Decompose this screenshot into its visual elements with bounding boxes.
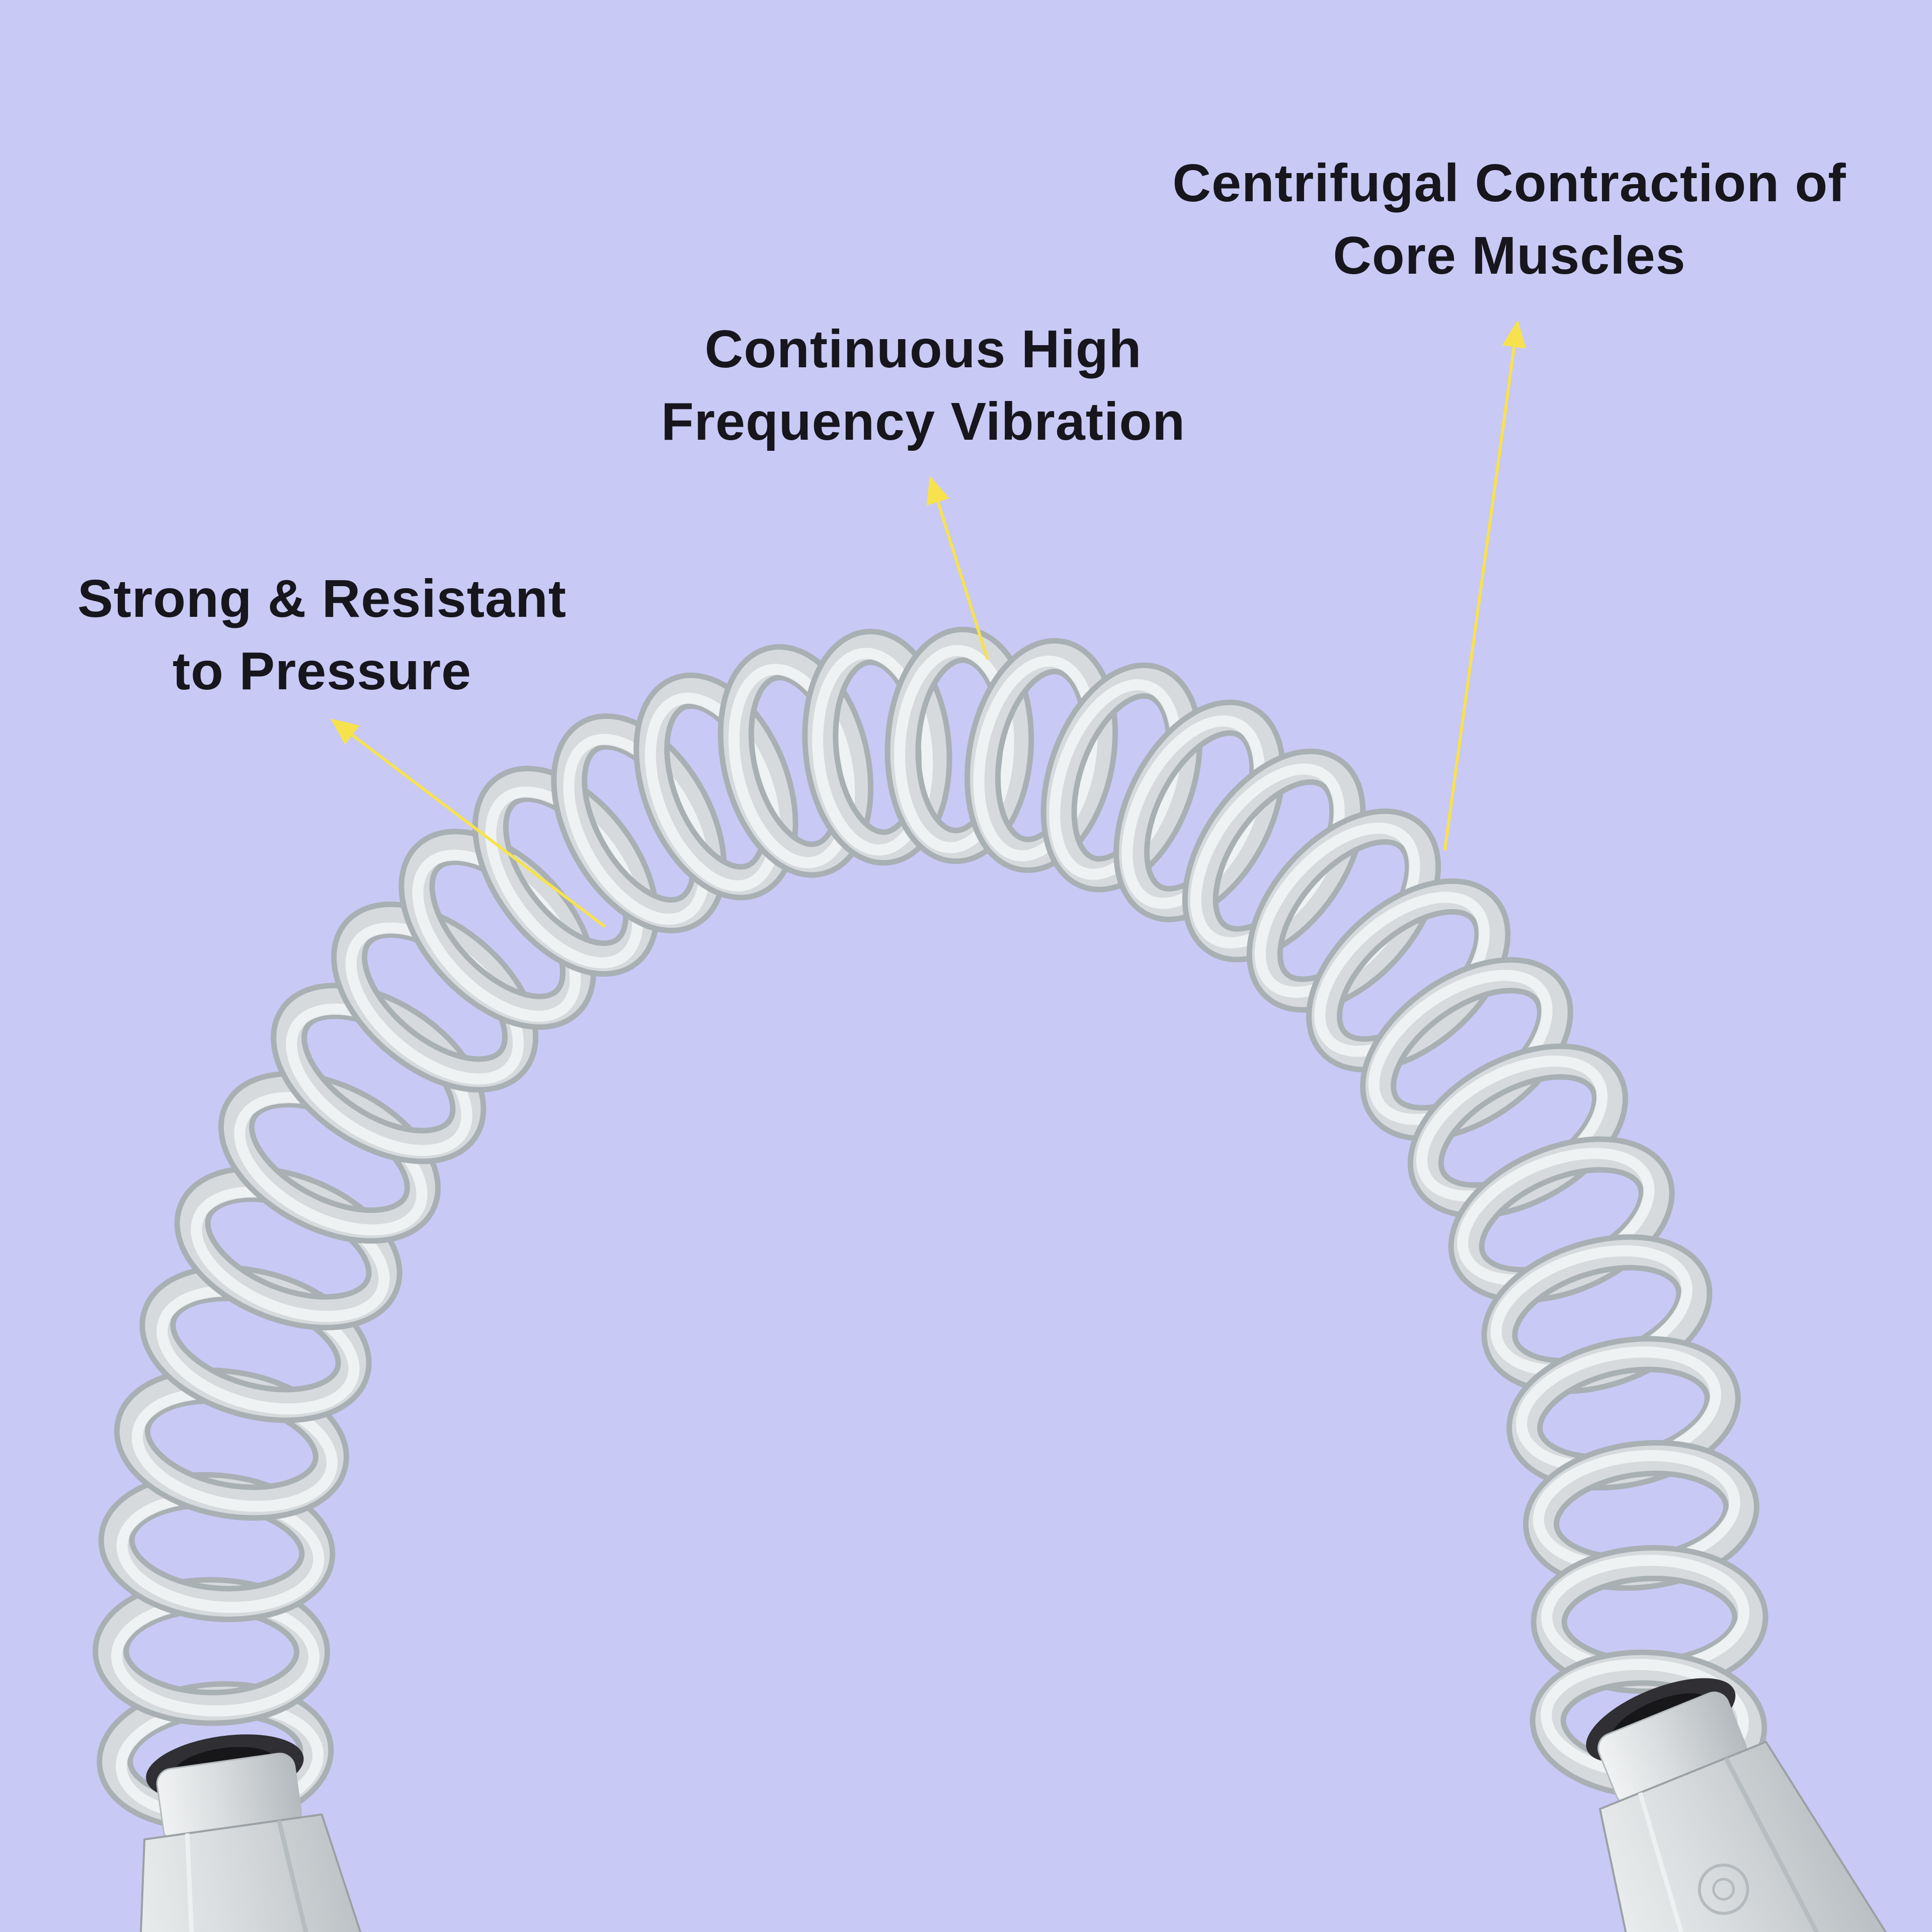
coil-ring <box>717 644 874 878</box>
label-strong-resistant-pressure: Strong & Resistant to Pressure <box>45 562 599 707</box>
left-handle <box>130 1734 432 1932</box>
coil-ring <box>551 713 727 934</box>
coil-ring <box>633 672 798 901</box>
arrow-centrifugal <box>1443 320 1526 851</box>
label-line: Centrifugal Contraction of <box>1172 153 1846 213</box>
coil-ring <box>398 829 597 1030</box>
label-line: Frequency Vibration <box>661 392 1185 452</box>
coil-ring <box>802 628 952 866</box>
handle-body <box>1599 1741 1932 1932</box>
coil-ring <box>884 626 1034 864</box>
coil-ring <box>331 901 539 1093</box>
label-line: Core Muscles <box>1333 226 1686 286</box>
arrow-strong-resistant <box>331 718 605 927</box>
coil-ring <box>472 765 660 977</box>
handle-body <box>130 1813 432 1932</box>
label-line: Continuous High <box>704 319 1142 379</box>
right-handle <box>1586 1678 1932 1932</box>
spring-coil <box>93 626 1768 1831</box>
coil-ring <box>1040 662 1202 893</box>
label-high-frequency-vibration: Continuous High Frequency Vibration <box>619 313 1228 458</box>
arrow-vibration <box>926 476 989 660</box>
coil-ring <box>1306 878 1511 1073</box>
handle-logo <box>1698 1864 1749 1915</box>
coil-ring <box>1113 699 1286 922</box>
coil-ring <box>964 638 1118 873</box>
label-centrifugal-contraction: Centrifugal Contraction of Core Muscles <box>1130 147 1889 292</box>
label-line: Strong & Resistant <box>77 569 567 628</box>
annotation-arrows <box>331 320 1526 927</box>
label-line: to Pressure <box>172 641 472 701</box>
